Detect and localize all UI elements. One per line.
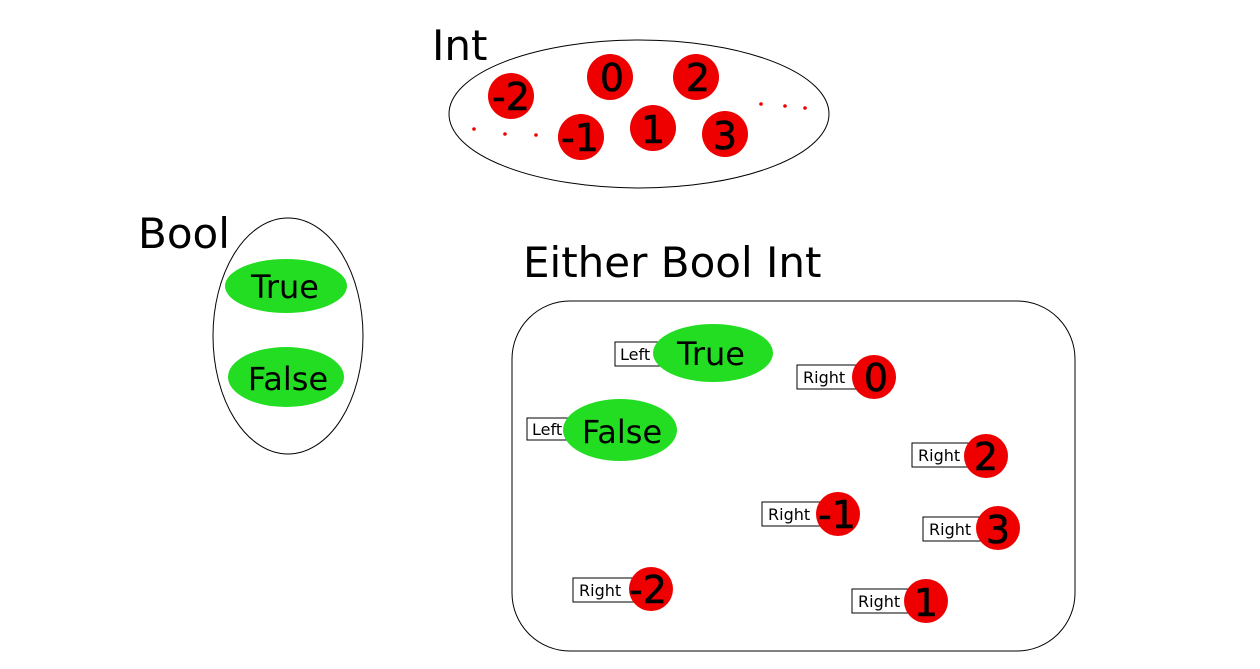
int-value-node [904, 579, 948, 623]
int-value-label: 2 [686, 56, 710, 100]
int-value-node [964, 434, 1008, 478]
bool-value-node [653, 324, 773, 382]
bool-set-title: Bool [138, 209, 230, 258]
int-value-label: -2 [492, 75, 530, 119]
int-value-label: 0 [600, 56, 624, 100]
constructor-tag-label: Right [579, 581, 621, 600]
int-value-node: 3 [702, 111, 748, 158]
either-set: Either Bool Int Left True Right 0 Left F… [511, 238, 1076, 652]
either-item: Left True [614, 324, 773, 382]
bool-set-outline [212, 217, 364, 455]
constructor-tag-label: Right [803, 368, 845, 387]
int-value-node [816, 492, 860, 536]
int-value-node [976, 506, 1020, 550]
constructor-tag-label: Left [620, 345, 650, 364]
constructor-tag-label: Right [858, 592, 900, 611]
either-set-outline [511, 300, 1076, 652]
int-value-label: 1 [641, 108, 665, 152]
constructor-tag-label: Left [532, 420, 562, 439]
either-item: Right 2 [911, 434, 1008, 479]
int-value-node: 2 [673, 54, 719, 100]
constructor-tag-box [796, 364, 862, 390]
either-item: Right 3 [922, 506, 1020, 552]
bool-value-node: True [225, 259, 347, 313]
int-value-node [629, 567, 673, 611]
constructor-tag-label: Right [918, 446, 960, 465]
bool-set: Bool True False [138, 209, 364, 455]
constructor-tag-box [572, 577, 638, 603]
wrapped-value-label: -2 [629, 568, 667, 612]
either-item: Left False [526, 399, 677, 461]
wrapped-value-label: 0 [864, 356, 888, 400]
bool-value-node [563, 399, 677, 461]
int-value-label: -1 [561, 116, 599, 160]
int-value-node: -2 [488, 73, 534, 119]
wrapped-value-label: 3 [986, 508, 1010, 552]
ellipsis-dots-left [472, 127, 538, 137]
wrapped-value-label: True [676, 335, 745, 373]
int-set: Int -2 0 2 -1 1 3 [432, 21, 830, 189]
either-set-title: Either Bool Int [523, 238, 821, 287]
either-item: Right -2 [572, 567, 673, 612]
wrapped-value-label: False [582, 413, 662, 451]
constructor-tag-label: Right [929, 520, 971, 539]
int-set-title: Int [432, 21, 487, 70]
int-value-node: 0 [587, 54, 633, 100]
bool-value-node: False [228, 347, 344, 407]
int-value-label: 3 [713, 114, 737, 158]
constructor-tag-label: Right [768, 505, 810, 524]
wrapped-value-label: -1 [818, 493, 856, 537]
ellipsis-dots-right [759, 102, 807, 110]
wrapped-value-label: 1 [914, 581, 938, 625]
bool-value-label: False [248, 360, 328, 398]
bool-value-label: True [250, 268, 319, 306]
either-item: Right -1 [761, 492, 860, 537]
either-item: Right 0 [796, 355, 896, 400]
int-set-outline [448, 39, 830, 189]
either-item: Right 1 [851, 579, 948, 625]
wrapped-value-label: 2 [974, 435, 998, 479]
int-value-node [852, 355, 896, 399]
int-value-node: 1 [630, 105, 676, 152]
int-value-node: -1 [558, 114, 604, 160]
